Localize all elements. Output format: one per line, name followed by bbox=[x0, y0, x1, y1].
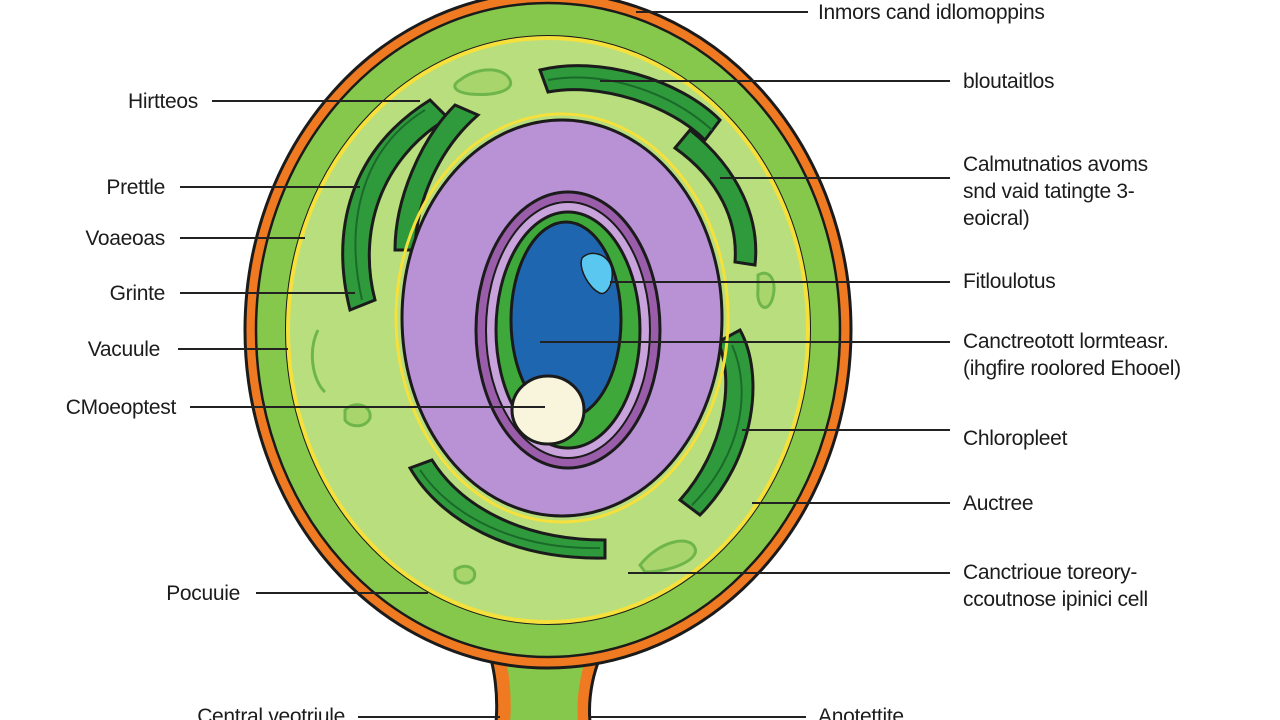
label-right-7: Auctree bbox=[963, 492, 1034, 515]
label-right-2: bloutaitlos bbox=[963, 70, 1055, 93]
cytoplasm-edge bbox=[394, 112, 730, 524]
chloroplast-top bbox=[538, 64, 722, 143]
label-right-1: Inmors cand idlomoppins bbox=[818, 1, 1045, 24]
label-right-8-line-1: Canctrioue toreory- bbox=[963, 561, 1138, 584]
label-right-4: Fitloulotus bbox=[963, 270, 1056, 293]
leader-lines bbox=[178, 11, 950, 718]
chloroplasts bbox=[341, 64, 758, 560]
label-left-2: Prettle bbox=[106, 176, 165, 199]
label-right-9: Anotettite bbox=[818, 705, 904, 720]
nucleolus bbox=[580, 252, 614, 295]
label-left-5: Vacuule bbox=[87, 338, 161, 361]
chloroplast-right bbox=[677, 327, 755, 517]
cream-vacuole bbox=[510, 374, 586, 446]
label-right-3: Calmutnatios avoms snd vaid tatingte 3- … bbox=[963, 151, 1148, 232]
label-right-3-line-3: eoicral) bbox=[963, 207, 1030, 230]
label-right-8-line-2: ccoutnose ipinici cell bbox=[963, 588, 1148, 611]
chloroplast-left bbox=[341, 98, 451, 313]
label-left-3: Voaeoas bbox=[85, 227, 165, 250]
label-left-7: Pocuuie bbox=[166, 582, 240, 605]
label-left-1: Hirtteos bbox=[128, 90, 198, 113]
label-left-4: Grinte bbox=[109, 282, 166, 305]
label-right-8: Canctrioue toreory- ccoutnose ipinici ce… bbox=[963, 559, 1148, 613]
label-right-3-line-2: snd vaid tatingte 3- bbox=[963, 180, 1135, 203]
label-left-6: CMoeoptest bbox=[65, 396, 177, 419]
chloroplast-right-top bbox=[672, 127, 758, 267]
label-right-5: Canctreotott lormteasr. (ihgfire roolore… bbox=[963, 328, 1181, 382]
label-left-8: Central veotriule bbox=[197, 705, 345, 720]
label-right-5-line-1: Canctreotott lormteasr. bbox=[963, 330, 1169, 353]
label-right-3-line-1: Calmutnatios avoms bbox=[963, 153, 1148, 176]
label-right-6: Chloropleet bbox=[963, 427, 1068, 450]
label-right-5-line-2: (ihgfire roolored Ehooel) bbox=[963, 357, 1181, 380]
